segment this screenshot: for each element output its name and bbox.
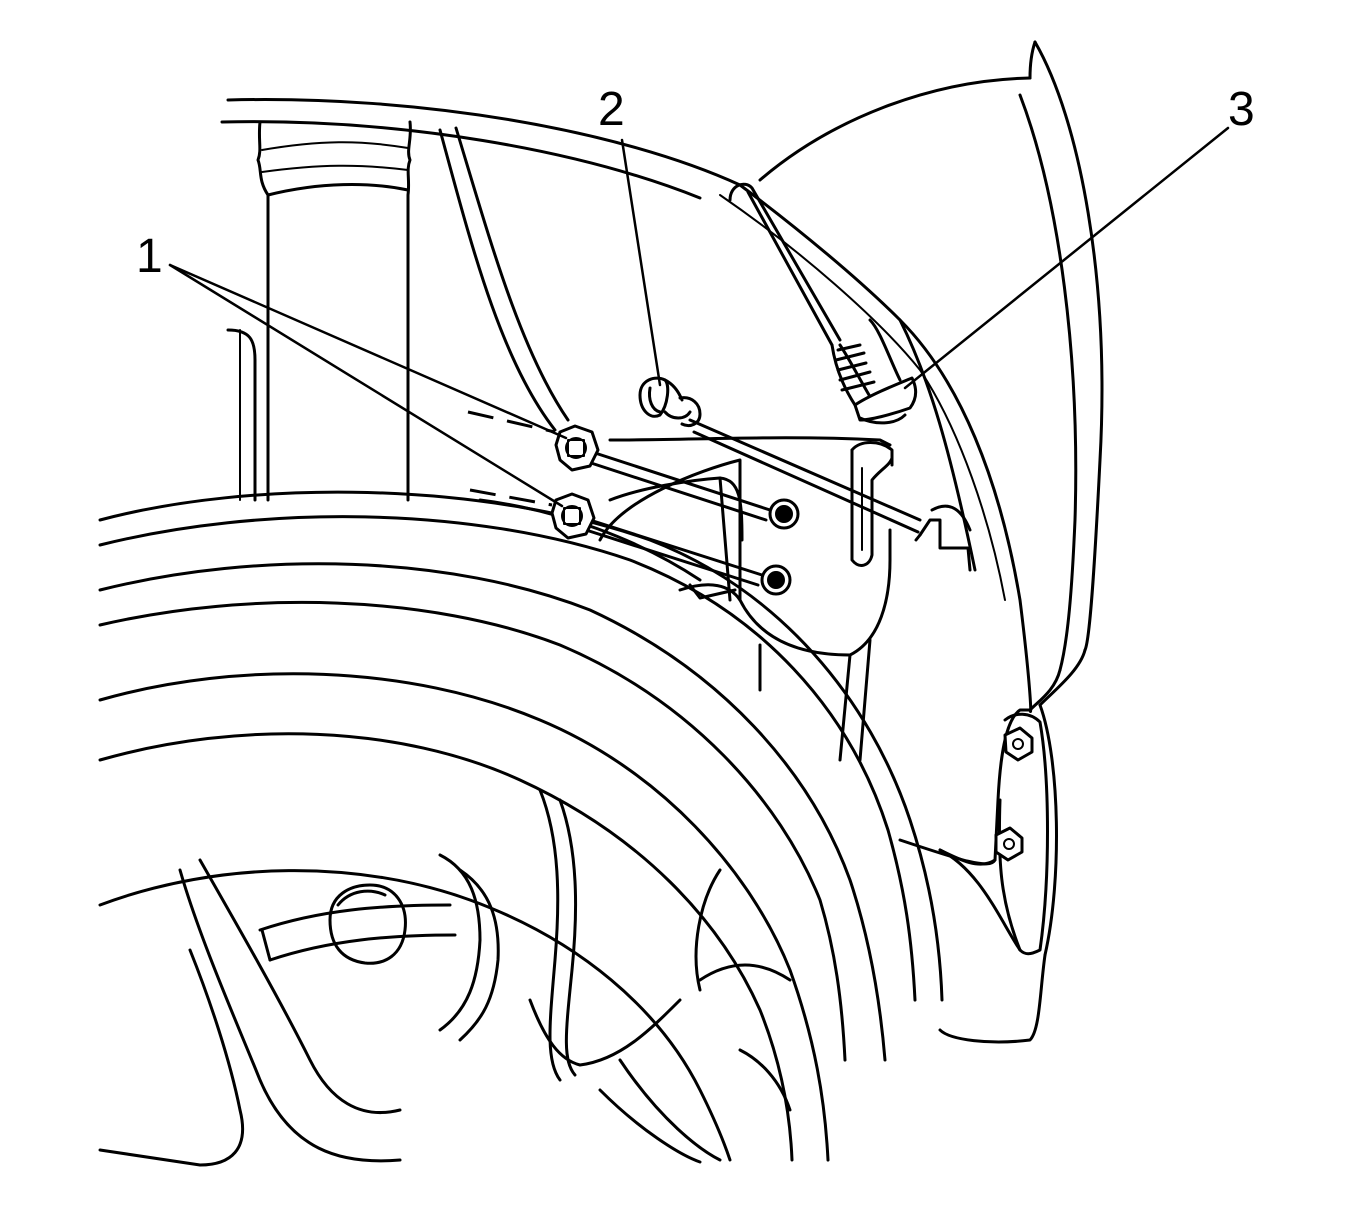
callout-label-2: 2 xyxy=(598,83,625,136)
strut-assembly xyxy=(220,98,742,502)
callout-label-3: 3 xyxy=(1228,83,1255,136)
wheelhouse-liner xyxy=(719,40,1104,1044)
tire-and-wheel xyxy=(98,490,944,1167)
mounting-hole-lower xyxy=(760,564,792,596)
liner-panel xyxy=(598,436,972,762)
callout-leader-1 xyxy=(168,263,568,508)
push-retainer xyxy=(638,376,922,534)
retaining-screw xyxy=(728,182,918,425)
callout-leader-3 xyxy=(903,126,1230,390)
mounting-hole-upper xyxy=(768,498,800,530)
bracket-bolt-upper xyxy=(1003,726,1034,762)
bracket-bolt-lower xyxy=(994,826,1024,862)
callout-label-1: 1 xyxy=(136,230,163,283)
callout-leader-2 xyxy=(620,138,662,387)
hub-cap xyxy=(328,883,407,965)
